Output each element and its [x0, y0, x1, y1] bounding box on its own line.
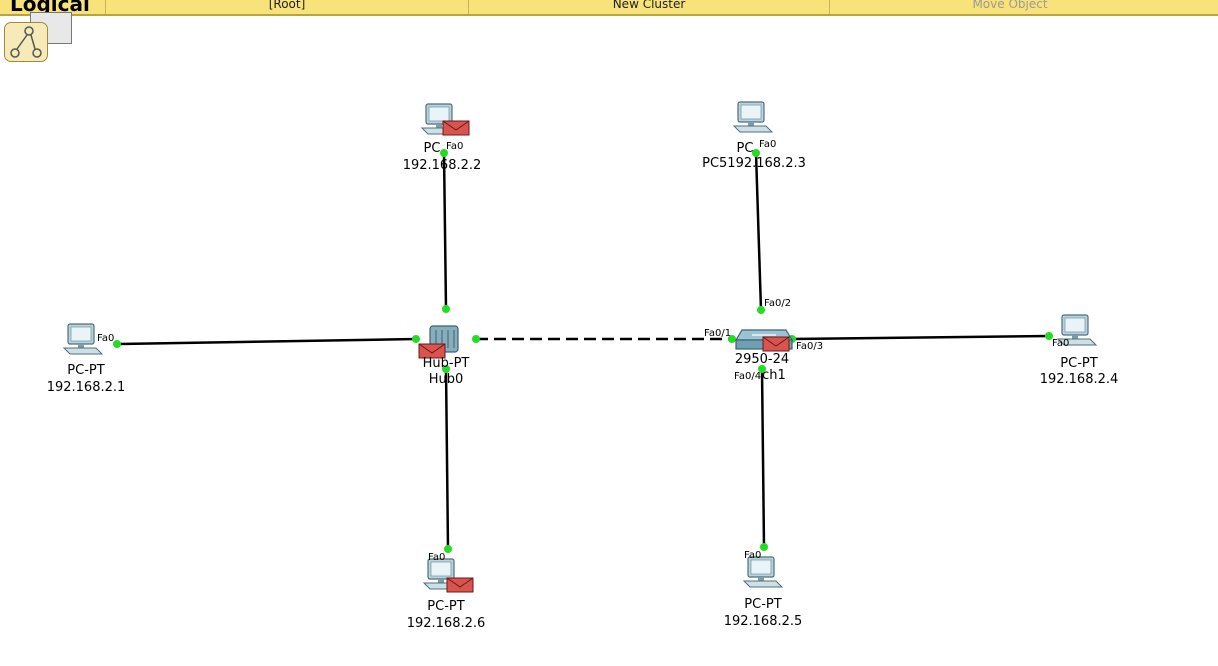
device-model-label: PC-PT [1060, 356, 1097, 371]
port-label: Fa0 [97, 333, 114, 344]
port-label: Fa0 [446, 141, 463, 152]
link-up-indicator [472, 335, 480, 343]
device-name-label: ch1 [762, 368, 786, 383]
port-label: Fa0/4 [734, 371, 761, 382]
switch-device[interactable]: Fa0/1 Fa0/2 Fa0/3 Fa0/4 2950-24 ch1 [704, 298, 823, 383]
link-up-indicator [442, 365, 450, 373]
link-up-indicator [442, 305, 450, 313]
logical-workspace-icon[interactable] [4, 22, 48, 62]
device-name-label: 192.168.2.1 [47, 380, 126, 395]
port-label: Fa0 [744, 550, 761, 561]
link-pc5-switch[interactable] [754, 152, 763, 311]
links [116, 152, 1050, 550]
port-label: Fa0/3 [796, 341, 823, 352]
device-name-label: Hub0 [429, 372, 464, 387]
link-pc4-switch[interactable] [791, 334, 1050, 341]
link-pc1-hub[interactable] [116, 337, 417, 346]
link-pc2-hub[interactable] [442, 152, 448, 310]
pc-device-6[interactable]: Fa0 PC-PT 192.168.2.6 [407, 552, 486, 631]
device-model-label: 2950-24 [735, 352, 789, 367]
link-up-indicator [412, 335, 420, 343]
envelope-pdu-icon [762, 336, 790, 352]
link-up-indicator [440, 149, 448, 157]
device-model-label: PC [737, 141, 754, 156]
workspace-toolbar: [Root] New Cluster Move Object [0, 0, 1218, 16]
device-model-label: PC [424, 141, 441, 156]
device-model-label: Hub-PT [423, 356, 470, 371]
envelope-pdu-icon [442, 120, 470, 136]
device-name-label: 192.168.2.6 [407, 616, 486, 631]
new-cluster-button[interactable]: New Cluster [468, 0, 829, 14]
device-name-label: 192.168.2.2 [403, 158, 482, 173]
device-model-label: PC-PT [744, 597, 781, 612]
link-up-indicator [444, 545, 452, 553]
pc-icon [743, 556, 783, 588]
link-up-indicator [760, 543, 768, 551]
port-label: Fa0 [1052, 338, 1069, 349]
pc-device-2[interactable]: Fa0 PC 192.168.2.2 [403, 103, 482, 173]
port-label: Fa0/1 [704, 328, 731, 339]
envelope-pdu-icon [446, 577, 474, 593]
link-pc6-hub[interactable] [444, 368, 450, 550]
pc-device-1[interactable]: Fa0 PC-PT 192.168.2.1 [47, 323, 126, 395]
pc-device-5[interactable]: Fa0 PC PC5192.168.2.3 [702, 101, 806, 171]
link-up-indicator [757, 306, 765, 314]
device-name-label: 192.168.2.5 [724, 614, 803, 629]
link-up-indicator [728, 335, 736, 343]
port-label: Fa0/2 [764, 298, 791, 309]
link-up-indicator [113, 340, 121, 348]
port-label: Fa0 [428, 552, 445, 563]
pc-device-3[interactable]: Fa0 PC-PT 192.168.2.5 [724, 550, 803, 629]
pc-icon [733, 101, 773, 133]
move-object-button[interactable]: Move Object [829, 0, 1190, 14]
link-up-indicator [1045, 332, 1053, 340]
root-button[interactable]: [Root] [105, 0, 468, 14]
port-label: Fa0 [759, 139, 776, 150]
device-name-label: PC5192.168.2.3 [702, 156, 806, 171]
hub-device[interactable]: Hub-PT Hub0 [418, 325, 470, 387]
link-pc3-switch[interactable] [760, 368, 766, 548]
link-up-indicator [758, 365, 766, 373]
link-up-indicator [752, 149, 760, 157]
pc-device-4[interactable]: Fa0 PC-PT 192.168.2.4 [1040, 314, 1119, 387]
device-model-label: PC-PT [427, 599, 464, 614]
device-name-label: 192.168.2.4 [1040, 372, 1119, 387]
device-model-label: PC-PT [67, 363, 104, 378]
link-status-lights [113, 149, 1053, 553]
